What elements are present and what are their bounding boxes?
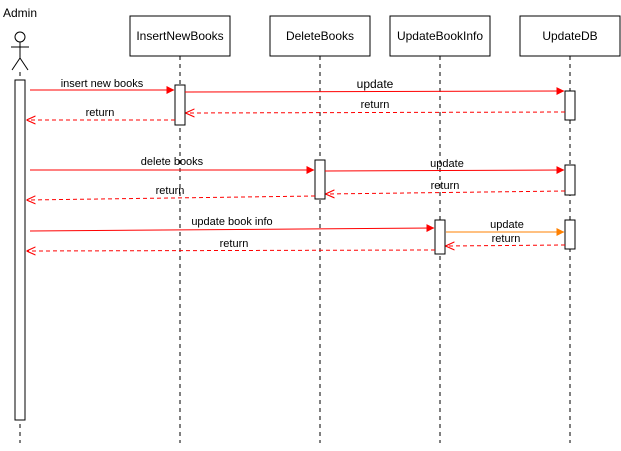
message-label: return (431, 180, 460, 192)
activation-updatedb-2 (564, 164, 576, 196)
message-return-6: return (27, 238, 436, 251)
activation-admin (14, 79, 26, 421)
message-return-1: return (186, 99, 566, 113)
activation-updatedb-1 (564, 90, 576, 121)
message-update-2: update (324, 158, 565, 175)
message-insert-new-books: insert new books (30, 78, 175, 94)
activations (14, 79, 576, 421)
message-delete-books: delete books (30, 156, 315, 174)
stick-figure-icon (11, 31, 29, 71)
message-label: return (86, 107, 115, 119)
message-return-2: return (27, 107, 175, 120)
message-label: return (220, 238, 249, 250)
message-label: return (361, 99, 390, 111)
participant-insertnewbooks: InsertNewBooks (129, 15, 231, 57)
activation-insertnewbooks (174, 84, 186, 126)
message-update-book-info: update book info (29, 216, 435, 233)
message-label: return (492, 233, 521, 245)
message-return-4: return (27, 185, 316, 200)
actor-admin: Admin (3, 6, 37, 71)
message-return-3: return (326, 180, 566, 194)
message-label: delete books (141, 156, 204, 168)
activation-updatedb-3 (564, 219, 576, 250)
participant-label: UpdateDB (542, 29, 597, 43)
participant-updatebookinfo: UpdateBookInfo (389, 15, 491, 57)
message-label: update (490, 219, 524, 231)
participant-label: InsertNewBooks (136, 29, 223, 43)
message-return-5: return (446, 233, 566, 246)
message-label: return (156, 185, 185, 197)
message-label: insert new books (61, 78, 144, 90)
message-update-1: update (184, 77, 565, 96)
message-update-3: update (446, 219, 565, 236)
activation-updatebookinfo (434, 219, 446, 255)
actor-label: Admin (3, 6, 37, 20)
activation-deletebooks (314, 159, 326, 200)
participant-updatedb: UpdateDB (519, 15, 621, 57)
participant-label: UpdateBookInfo (397, 29, 483, 43)
message-label: update (357, 77, 394, 91)
participant-deletebooks: DeleteBooks (269, 15, 371, 57)
participant-label: DeleteBooks (286, 29, 354, 43)
message-label: update book info (191, 216, 272, 228)
message-label: update (430, 158, 464, 170)
